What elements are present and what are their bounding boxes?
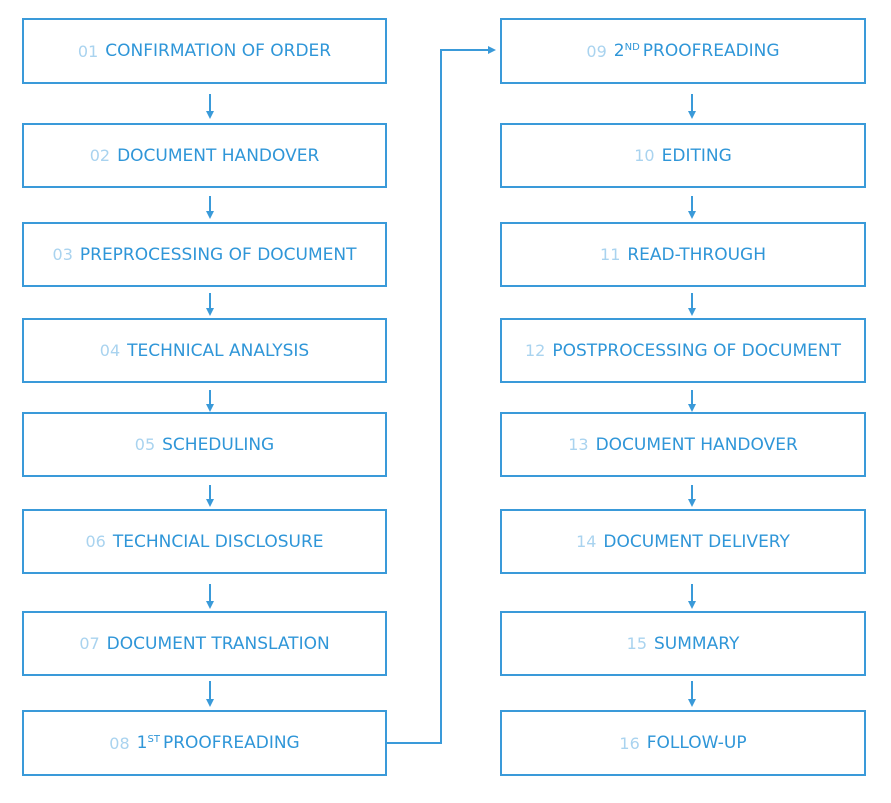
step-number: 01 xyxy=(77,41,99,61)
step-07: 07 DOCUMENT TRANSLATION xyxy=(22,611,387,676)
ordinal-number: 2 xyxy=(613,41,625,61)
step-number: 13 xyxy=(568,435,589,454)
step-label: SCHEDULING xyxy=(162,434,275,455)
step-label: DOCUMENT TRANSLATION xyxy=(106,633,330,654)
step-06: 06 TECHNCIAL DISCLOSURE xyxy=(22,509,387,574)
step-number: 08 xyxy=(109,733,130,753)
step-label: POSTPROCESSING OF DOCUMENT xyxy=(552,340,841,361)
ordinal-suffix: ND xyxy=(624,42,640,53)
step-number: 09 xyxy=(586,41,607,61)
step-label-text: PROOFREADING xyxy=(162,733,300,753)
step-15: 15 SUMMARY xyxy=(500,611,866,676)
step-label: DOCUMENT DELIVERY xyxy=(603,531,790,552)
step-number: 04 xyxy=(99,341,121,360)
step-number: 02 xyxy=(89,146,111,165)
step-label: PREPROCESSING OF DOCUMENT xyxy=(79,244,357,265)
step-13: 13 DOCUMENT HANDOVER xyxy=(500,412,866,477)
step-number: 06 xyxy=(85,532,106,551)
step-label: READ-THROUGH xyxy=(627,244,766,265)
step-03: 03 PREPROCESSING OF DOCUMENT xyxy=(22,222,387,287)
step-label: EDITING xyxy=(661,145,732,166)
step-01: 01 CONFIRMATION OF ORDER xyxy=(22,18,387,84)
step-12: 12 POSTPROCESSING OF DOCUMENT xyxy=(500,318,866,383)
step-label-text: PROOFREADING xyxy=(642,41,780,61)
step-label: CONFIRMATION OF ORDER xyxy=(105,41,332,61)
step-number: 12 xyxy=(525,341,546,360)
step-number: 05 xyxy=(134,435,156,454)
step-16: 16 FOLLOW-UP xyxy=(500,710,866,776)
step-number: 15 xyxy=(626,634,648,653)
arrow-08-09 xyxy=(387,46,496,744)
step-14: 14 DOCUMENT DELIVERY xyxy=(500,509,866,574)
step-02: 02 DOCUMENT HANDOVER xyxy=(22,123,387,188)
step-number: 16 xyxy=(619,733,640,753)
step-number: 03 xyxy=(52,245,73,264)
ordinal-suffix: ST xyxy=(147,734,160,745)
step-number: 11 xyxy=(600,245,621,264)
step-label: DOCUMENT HANDOVER xyxy=(117,145,320,166)
step-label: SUMMARY xyxy=(654,633,740,654)
step-number: 10 xyxy=(634,146,655,165)
step-10: 10 EDITING xyxy=(500,123,866,188)
step-label: FOLLOW-UP xyxy=(646,733,747,753)
step-04: 04 TECHNICAL ANALYSIS xyxy=(22,318,387,383)
step-11: 11 READ-THROUGH xyxy=(500,222,866,287)
step-label: TECHNCIAL DISCLOSURE xyxy=(112,531,324,552)
step-05: 05 SCHEDULING xyxy=(22,412,387,477)
step-number: 07 xyxy=(79,634,100,653)
step-label: TECHNICAL ANALYSIS xyxy=(127,340,310,361)
ordinal-number: 1 xyxy=(136,733,148,753)
step-label: DOCUMENT HANDOVER xyxy=(595,434,798,455)
step-number: 14 xyxy=(576,532,597,551)
